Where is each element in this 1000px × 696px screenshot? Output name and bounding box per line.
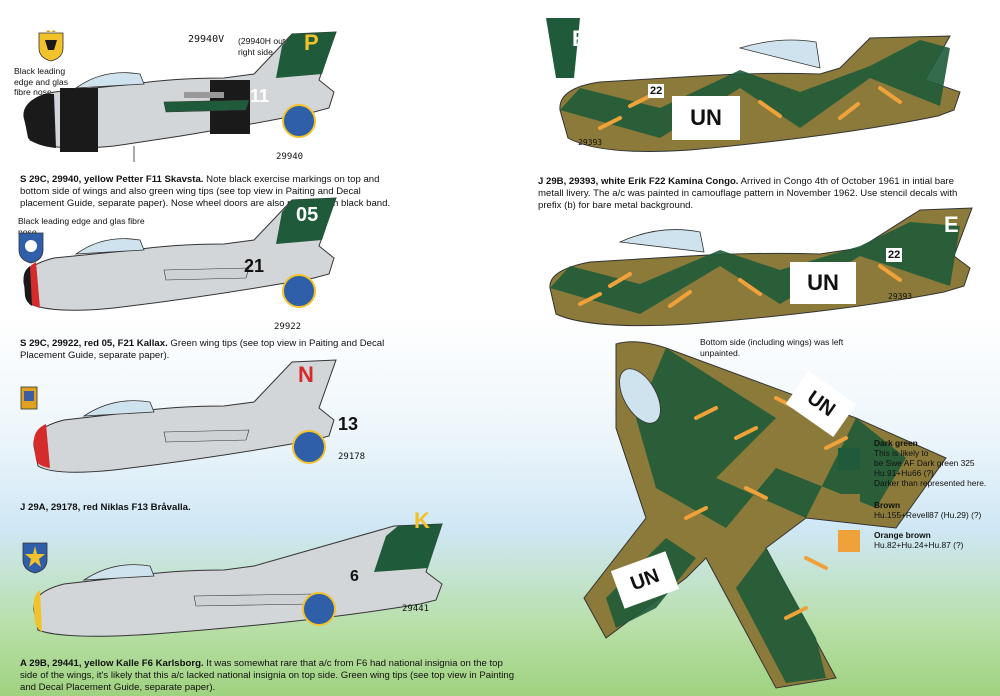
legend-line-0-0: This is likely to (874, 448, 929, 458)
nose-code-3: 13 (338, 414, 359, 434)
caption-title-4: A 29B, 29441, yellow Kalle F6 Karlsborg. (20, 658, 204, 669)
crest-f21-icon (18, 230, 44, 264)
caption-plane-3: J 29A, 29178, red Niklas F13 Bråvalla. (20, 502, 392, 514)
aircraft-side-view-29940 (23, 31, 337, 162)
bottom-side-note: Bottom side (including wings) was left u… (700, 337, 844, 358)
legend-line-0-3: Darker than represented here. (874, 478, 987, 488)
fin-letter-congo-2: E (944, 212, 959, 237)
aircraft-top-view-29393 (583, 341, 947, 689)
nose-code-2: 21 (244, 256, 265, 276)
caption-title-1: S 29C, 29940, yellow Petter F11 Skavsta. (20, 174, 204, 185)
legend-line-2-0: Hu.82+Hu.24+Hu.87 (?) (874, 540, 964, 550)
legend-title-0: Dark green (874, 438, 918, 448)
serial-top-b: (29940H outside of right side pylon) (238, 36, 311, 57)
aircraft-side-view-29178 (33, 359, 337, 473)
fin-letter-4: K (414, 508, 430, 533)
legend-line-1-0: Hu.155+Revell87 (Hu.29) (?) (874, 510, 982, 520)
nose-code-congo-1: 22 (648, 84, 665, 98)
nose-code-4: 6 (350, 568, 359, 585)
aircraft-side-view-29393-camo-2 (549, 207, 973, 327)
caption-text-congo: Arrived in Congo 4th of October 1961 in … (538, 176, 958, 211)
caption-title-2: S 29C, 29922, red 05, F21 Kallax. (20, 338, 168, 349)
legend-line-0-2: Hu.91+Hu66 (?) (874, 468, 934, 478)
caption-title-congo: J 29B, 29393, white Erik F22 Kamina Cong… (538, 176, 739, 187)
caption-text-1: Note black exercise markings on top and … (20, 174, 391, 209)
serial-tail-2: 29922 (274, 322, 302, 332)
fin-code-2: 05 (296, 204, 319, 226)
nose-code-1: 11 (250, 86, 270, 106)
serial-congo-2: 29393 (888, 292, 913, 301)
serial-congo-1: 29393 (578, 138, 603, 147)
caption-congo: J 29B, 29393, white Erik F22 Kamina Cong… (538, 176, 978, 212)
swatch-brown (838, 494, 860, 516)
un-marking-1: UN (672, 96, 740, 140)
caption-text-4: It was somewhat rare that a/c from F6 ha… (20, 658, 515, 693)
fin-letter-3: N (298, 362, 314, 387)
crest-f6-icon (22, 540, 48, 574)
leading-edge-note-2: Black leading edge and glas fibre nose. (18, 216, 145, 237)
serial-tail-1: 29940 (276, 152, 304, 162)
aircraft-side-view-29393-camo (546, 18, 961, 152)
legend-item-dark-green: Dark green This is likely to be Swe AF D… (874, 438, 998, 488)
swatch-dark-green (838, 448, 860, 470)
roundel-icon-1 (282, 104, 316, 138)
fin-letter-congo-1: E (572, 26, 587, 51)
leading-edge-note-1: Black leading edge and glas fibre nose. (14, 66, 68, 97)
caption-plane-1: S 29C, 29940, yellow Petter F11 Skavsta.… (20, 174, 392, 210)
crest-f13-icon (20, 386, 38, 410)
caption-plane-4: A 29B, 29441, yellow Kalle F6 Karlsborg.… (20, 658, 520, 694)
legend-item-brown: Brown Hu.155+Revell87 (Hu.29) (?) (874, 500, 998, 520)
nose-code-congo-2: 22 (886, 248, 903, 262)
serial-tail-3: 29178 (338, 452, 366, 462)
legend-item-orange-brown: Orange brown Hu.82+Hu.24+Hu.87 (?) (874, 530, 998, 550)
caption-title-3: J 29A, 29178, red Niklas F13 Bråvalla. (20, 502, 191, 513)
caption-plane-2: S 29C, 29922, red 05, F21 Kallax. Green … (20, 338, 392, 362)
swatch-orange-brown (838, 530, 860, 552)
legend-title-2: Orange brown (874, 530, 931, 540)
aircraft-side-view-29441 (33, 523, 443, 637)
serial-tail-4: 29441 (402, 604, 430, 614)
crest-f11-icon (38, 30, 64, 62)
roundel-icon-2 (282, 274, 316, 308)
roundel-icon-3 (292, 430, 326, 464)
fin-letter-1: P (304, 30, 319, 55)
legend-title-1: Brown (874, 500, 901, 510)
caption-text-2: Green wing tips (see top view in Paiting… (20, 338, 385, 361)
roundel-icon-4 (302, 592, 336, 626)
aircraft-side-view-29922 (23, 197, 337, 311)
un-marking-2: UN (790, 262, 856, 304)
legend-line-0-1: be Swe AF Dark green 325 (874, 458, 975, 468)
serial-top-a: 29940V (188, 34, 225, 45)
